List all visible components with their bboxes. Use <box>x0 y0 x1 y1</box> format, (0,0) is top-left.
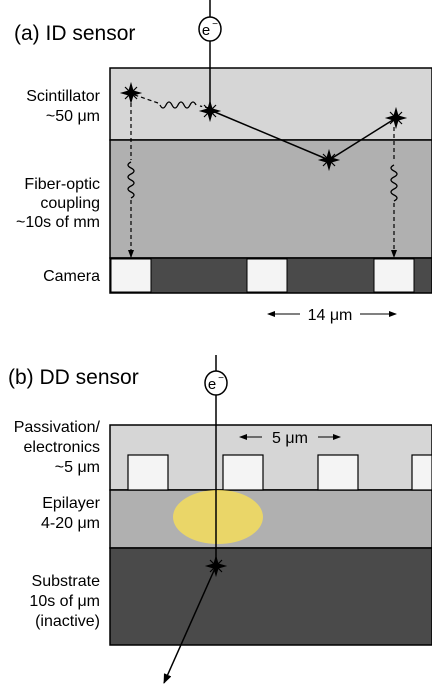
svg-text:~10s of mm: ~10s of mm <box>16 214 100 231</box>
svg-text:−: − <box>218 373 224 384</box>
electronics-block <box>317 454 359 491</box>
camera-pixel <box>110 258 152 293</box>
svg-text:Passivation/: Passivation/ <box>14 419 101 436</box>
svg-text:Camera: Camera <box>43 268 100 285</box>
scintillator-layer <box>109 67 432 141</box>
svg-text:−: − <box>212 19 218 30</box>
fiber-optic-label: Fiber-optic coupling ~10s of mm <box>16 176 100 231</box>
electron-icon: e − <box>204 370 228 396</box>
fiber-optic-layer <box>109 139 432 259</box>
epilayer-label: Epilayer 4-20 μm <box>41 495 101 532</box>
panel-b: (b) DD sensor Passivation/ electronics ~… <box>8 355 432 684</box>
svg-text:14 μm: 14 μm <box>308 307 353 324</box>
panel-a-title: (a) ID sensor <box>14 22 135 45</box>
svg-text:Substrate: Substrate <box>32 573 101 590</box>
electron-icon: e − <box>198 16 222 42</box>
electronics-block <box>411 454 432 491</box>
substrate-layer <box>109 547 432 646</box>
passivation-label: Passivation/ electronics ~5 μm <box>14 419 101 476</box>
panel-a: (a) ID sensor Scintillator ~50 μm Fiber-… <box>14 0 432 324</box>
svg-text:e: e <box>208 376 216 393</box>
svg-text:~50 μm: ~50 μm <box>46 108 100 125</box>
substrate-label: Substrate 10s of μm (inactive) <box>29 573 100 630</box>
svg-text:Fiber-optic: Fiber-optic <box>24 176 100 193</box>
camera-pixel <box>373 258 415 293</box>
pixel-pitch-indicator: 14 μm <box>267 307 397 324</box>
panel-b-title: (b) DD sensor <box>8 366 139 389</box>
photon-wave-icon <box>390 164 398 202</box>
photon-wave-icon <box>159 101 197 109</box>
svg-text:electronics: electronics <box>24 439 100 456</box>
electronics-block <box>222 454 264 491</box>
camera-pixel <box>246 258 288 293</box>
photon-wave-icon <box>127 161 135 199</box>
svg-text:Epilayer: Epilayer <box>42 495 100 512</box>
svg-text:10s of μm: 10s of μm <box>29 593 100 610</box>
photon-path <box>131 93 159 104</box>
svg-text:5 μm: 5 μm <box>272 430 308 447</box>
pixel-pitch-indicator: 5 μm <box>239 430 341 447</box>
scintillator-label: Scintillator ~50 μm <box>26 88 100 125</box>
svg-text:~5 μm: ~5 μm <box>55 459 100 476</box>
svg-text:e: e <box>202 22 210 39</box>
svg-text:Scintillator: Scintillator <box>26 88 100 105</box>
electronics-block <box>127 454 169 491</box>
svg-text:4-20 μm: 4-20 μm <box>41 515 100 532</box>
svg-text:coupling: coupling <box>40 195 100 212</box>
exit-track <box>163 565 217 684</box>
epilayer <box>109 489 432 549</box>
charge-cloud <box>173 490 263 544</box>
svg-text:(inactive): (inactive) <box>35 613 100 630</box>
camera-label: Camera <box>43 268 100 285</box>
